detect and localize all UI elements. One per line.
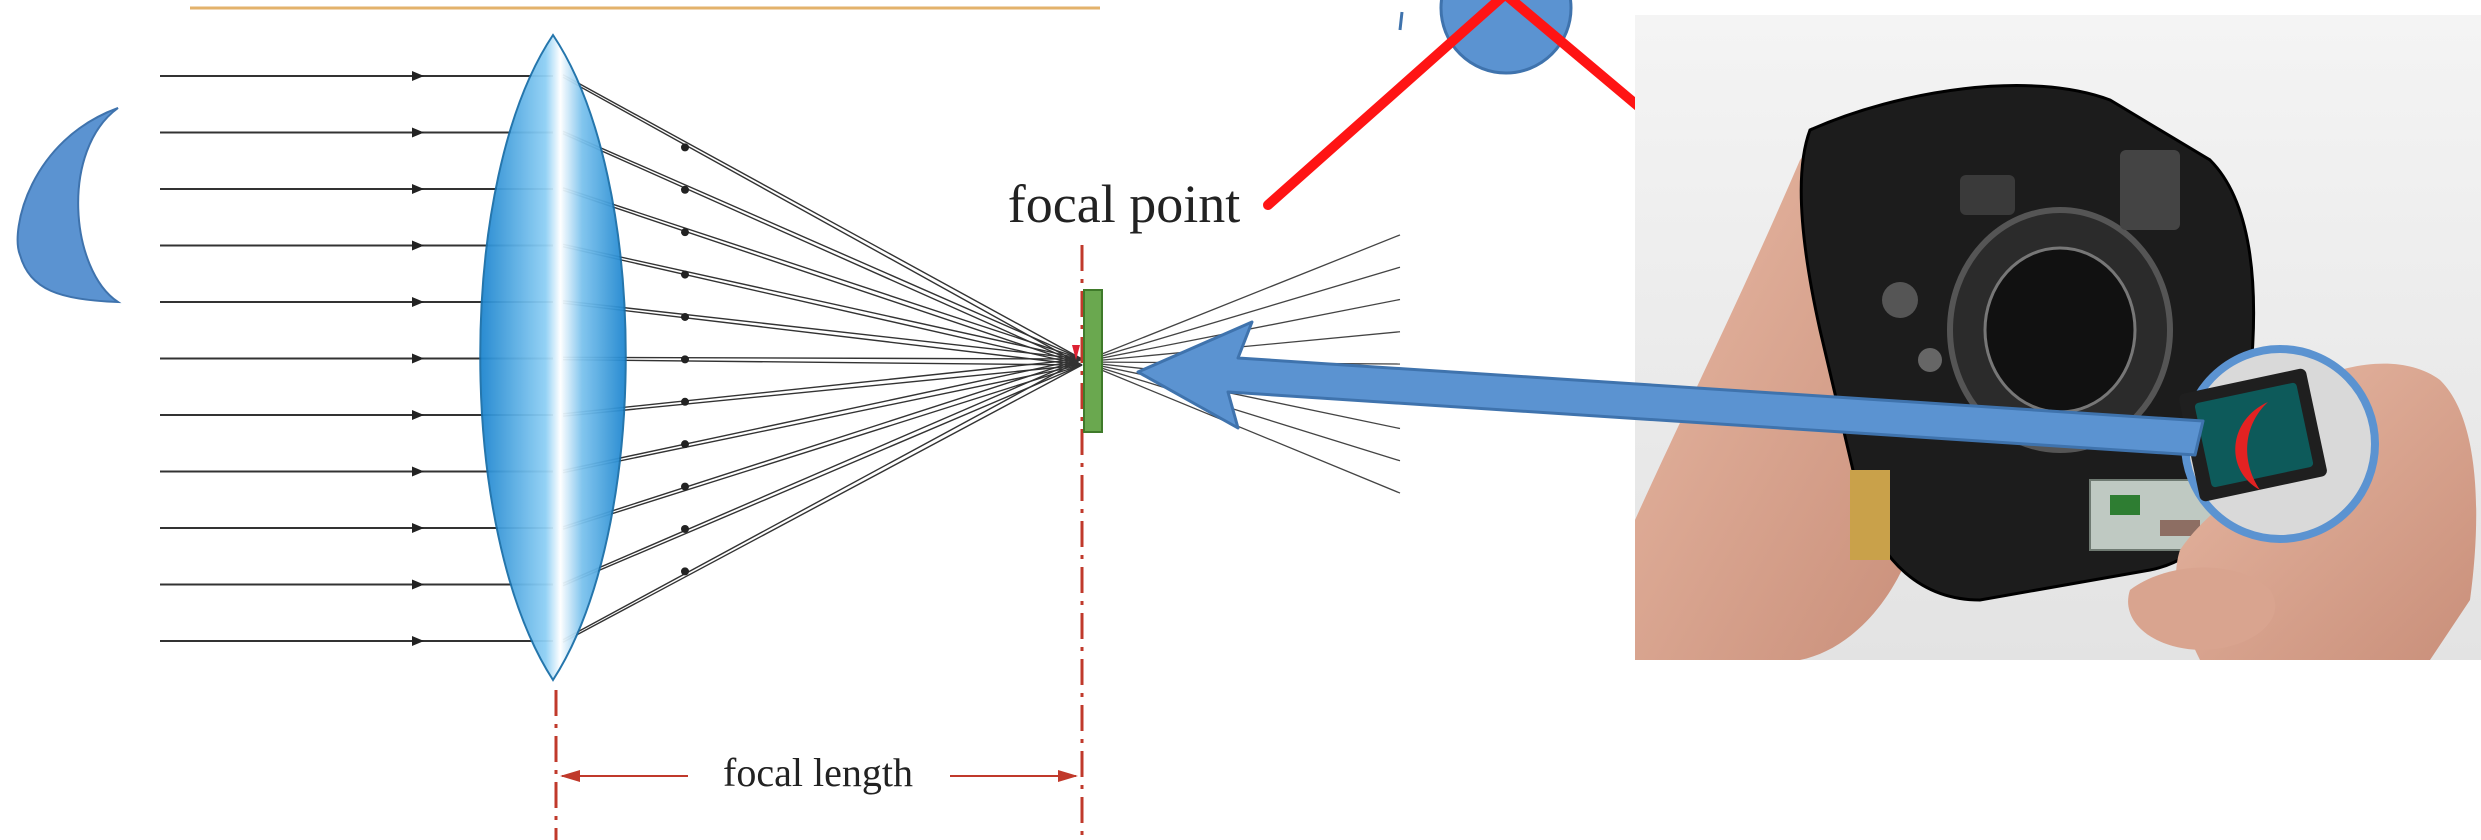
small-tick [1398, 11, 1404, 31]
converging-ray [562, 246, 1083, 366]
converging-ray-marker [681, 355, 689, 364]
incoming-ray-arrowhead [412, 71, 424, 81]
converging-ray-marker [681, 185, 689, 194]
diverging-ray [1081, 361, 1401, 462]
incoming-ray-arrowhead [412, 579, 424, 590]
camera-photo [1635, 15, 2481, 660]
converging-ray-marker [681, 524, 689, 533]
lens-icon [479, 33, 627, 682]
converging-ray [562, 76, 1083, 366]
image-sensor-icon [1083, 289, 1103, 433]
converging-ray [562, 300, 1083, 360]
converging-ray [562, 358, 1083, 528]
incoming-ray-arrowhead [412, 240, 424, 251]
focus-marker [1072, 345, 1080, 360]
incoming-ray-arrowhead [412, 184, 424, 194]
converging-rays [562, 74, 1083, 643]
converging-ray [562, 189, 1083, 366]
converging-ray-marker [681, 228, 689, 237]
converging-ray [562, 364, 1083, 587]
incoming-ray-arrowhead [412, 297, 424, 307]
projection-arrow-icon [1136, 320, 2205, 457]
incoming-ray-arrowhead [412, 353, 424, 364]
converging-ray [562, 364, 1083, 643]
diverging-ray [1081, 234, 1401, 363]
converging-ray-marker [681, 482, 689, 491]
converging-ray [562, 358, 1083, 584]
converging-ray-marker [681, 270, 689, 279]
incoming-ray-arrowhead [412, 127, 424, 138]
crescent-moon-icon [16, 107, 122, 304]
converging-ray [562, 364, 1083, 417]
converging-ray [562, 130, 1083, 360]
converging-ray [562, 364, 1083, 530]
incoming-ray-arrowhead [412, 410, 424, 420]
converging-ray-marker [681, 440, 689, 449]
converging-ray [562, 187, 1083, 360]
converging-ray [562, 302, 1083, 366]
diverging-ray [1081, 361, 1401, 430]
sensor-crescent-icon [2235, 402, 2268, 490]
converging-ray-marker [681, 143, 689, 152]
converging-ray [562, 74, 1083, 360]
converging-ray [562, 358, 1083, 641]
converging-ray-marker [681, 397, 689, 406]
diverging-ray [1081, 266, 1401, 363]
converging-ray [562, 243, 1083, 360]
focal-length-label: focal length [723, 750, 913, 795]
converging-ray [562, 358, 1083, 471]
focal-point-label: focal point [1008, 174, 1240, 234]
incoming-ray-arrowhead [412, 466, 424, 477]
converging-ray-marker [681, 567, 689, 576]
incoming-ray-arrowhead [412, 636, 424, 646]
incoming-ray-arrowhead [412, 523, 424, 533]
converging-ray [562, 133, 1083, 366]
converging-ray-marker [681, 312, 689, 321]
diverging-ray [1081, 361, 1401, 494]
converging-ray [562, 356, 1083, 360]
converging-ray [562, 364, 1083, 474]
converging-ray [562, 358, 1083, 415]
converging-ray [562, 359, 1083, 366]
